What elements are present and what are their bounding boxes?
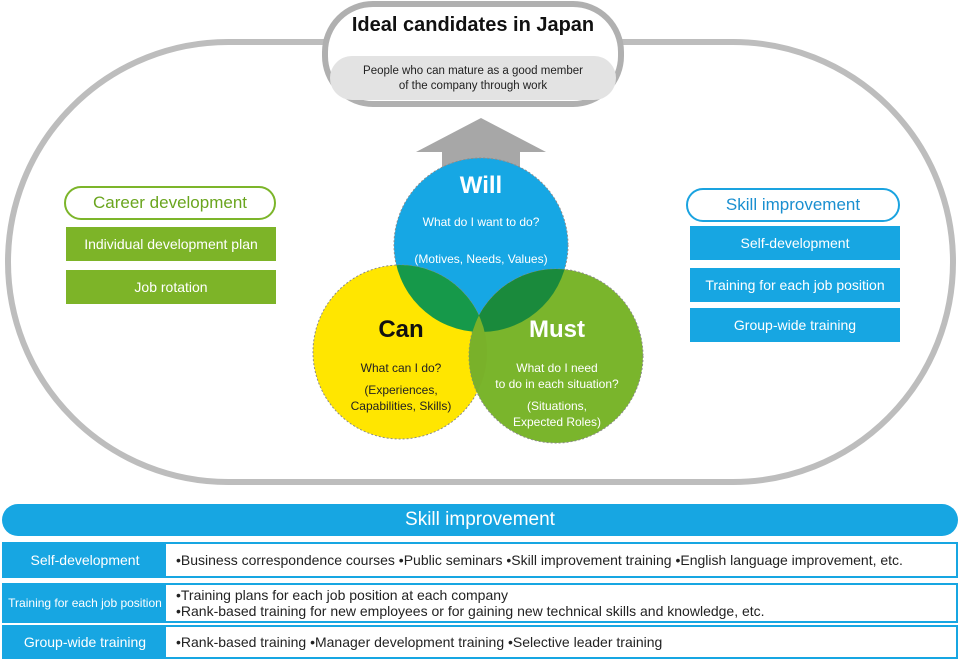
row-line: •Training plans for each job position at… — [176, 587, 509, 603]
skill-item-self-development: Self-development — [690, 226, 900, 260]
will-title: Will — [459, 172, 503, 199]
can-title: Can — [378, 316, 424, 343]
can-detail-line1: (Experiences, — [364, 383, 438, 397]
career-item-individual-plan: Individual development plan — [66, 227, 276, 261]
skill-improvement-header: Skill improvement — [2, 504, 958, 536]
row-content-job-position-training: •Training plans for each job position at… — [176, 585, 950, 621]
ideal-title: Ideal candidates in Japan — [351, 14, 595, 36]
can-detail-line2: Capabilities, Skills) — [350, 399, 452, 413]
must-question-line1: What do I need — [516, 361, 598, 375]
table-row: Self-development •Business correspondenc… — [2, 542, 958, 578]
up-arrow — [416, 118, 546, 175]
row-line: •Rank-based training for new employees o… — [176, 603, 765, 619]
development-diagram — [5, 1, 956, 485]
ideal-pill-shade — [330, 56, 616, 100]
row-label-job-position-training: Training for each job position — [4, 585, 166, 621]
row-line: •Business correspondence courses •Public… — [176, 552, 903, 568]
will-can-overlap — [394, 265, 487, 332]
must-title: Must — [529, 316, 585, 343]
table-row: Training for each job position •Training… — [2, 583, 958, 623]
row-content-self-development: •Business correspondence courses •Public… — [176, 544, 950, 576]
must-question-line2: to do in each situation? — [495, 377, 619, 391]
will-detail: (Motives, Needs, Values) — [414, 252, 548, 266]
must-detail-line2: Expected Roles) — [512, 415, 602, 429]
can-question: What can I do? — [360, 361, 442, 375]
skill-item-job-position-training: Training for each job position — [690, 268, 900, 302]
can-detail: (Experiences, Capabilities, Skills) — [320, 382, 482, 414]
must-question: What do I need to do in each situation? — [476, 360, 638, 392]
must-detail: (Situations, Expected Roles) — [476, 398, 638, 430]
ideal-subtitle-line1: People who can mature as a good member — [363, 65, 583, 77]
row-line: •Rank-based training •Manager developmen… — [176, 634, 663, 650]
skill-improvement-label: Skill improvement — [686, 188, 900, 222]
will-must-overlap — [469, 269, 568, 332]
ideal-subtitle-line2: of the company through work — [398, 80, 548, 92]
will-question: What do I want to do? — [422, 215, 540, 229]
career-item-job-rotation: Job rotation — [66, 270, 276, 304]
career-development-label: Career development — [64, 186, 276, 220]
row-label-self-development: Self-development — [4, 544, 166, 576]
skill-item-group-wide-training: Group-wide training — [690, 308, 900, 342]
row-label-group-wide-training: Group-wide training — [4, 627, 166, 657]
ideal-subtitle: People who can mature as a good member o… — [330, 64, 616, 94]
must-detail-line1: (Situations, — [526, 399, 588, 413]
table-row: Group-wide training •Rank-based training… — [2, 625, 958, 659]
row-content-group-wide-training: •Rank-based training •Manager developmen… — [176, 627, 950, 657]
